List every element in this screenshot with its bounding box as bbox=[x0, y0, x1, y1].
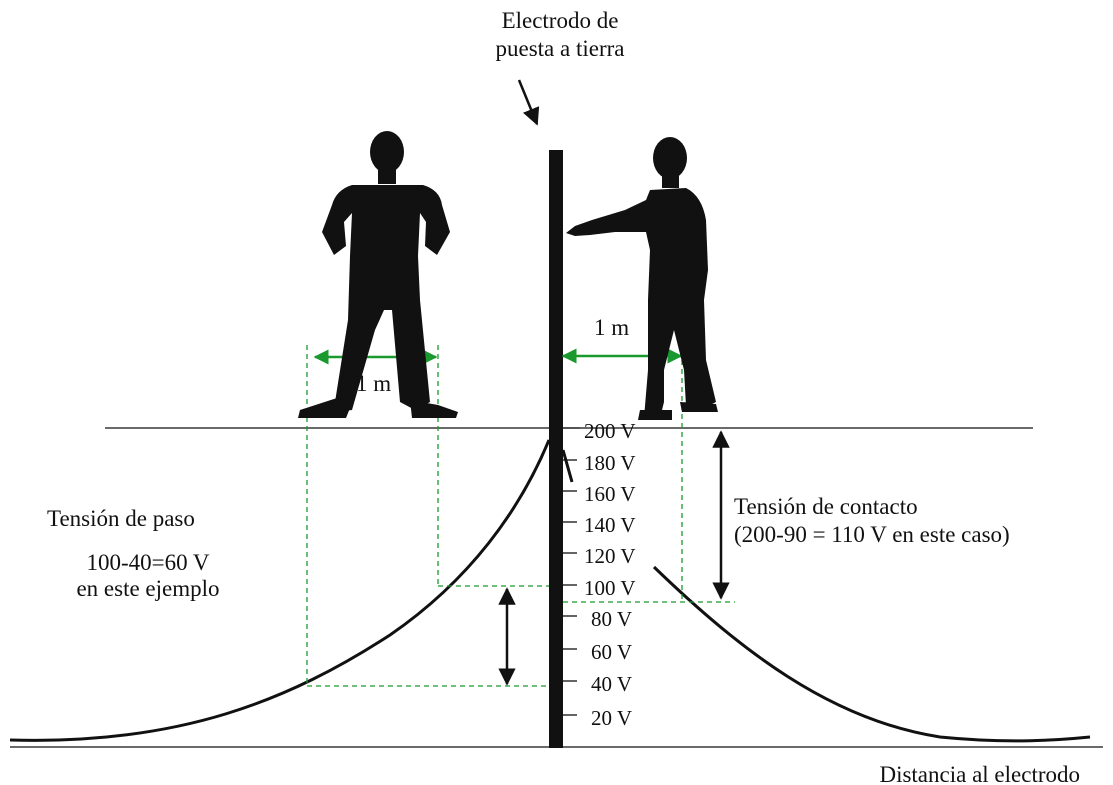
step-voltage-example-2: en este ejemplo bbox=[76, 576, 219, 601]
electrode-pointer-arrow bbox=[517, 79, 540, 126]
scale-label-200: 200 V bbox=[584, 419, 636, 443]
electrode-label-line2: puesta a tierra bbox=[496, 36, 625, 61]
scale-label-180: 180 V bbox=[584, 451, 636, 475]
scale-label-100: 100 V bbox=[584, 576, 636, 600]
step-voltage-title: Tensión de paso bbox=[47, 506, 195, 531]
potential-curve-left bbox=[9, 439, 551, 742]
person-step-silhouette bbox=[298, 131, 458, 418]
scale-label-120: 120 V bbox=[584, 544, 636, 568]
potential-curve-left-tip bbox=[561, 449, 574, 483]
touch-voltage-title: Tensión de contacto bbox=[734, 494, 918, 519]
touch-voltage-detail: (200-90 = 110 V en este caso) bbox=[734, 522, 1010, 547]
potential-curve-right bbox=[652, 565, 1091, 743]
ground-electrode bbox=[549, 150, 563, 748]
scale-label-40: 40 V bbox=[591, 672, 632, 696]
scale-label-160: 160 V bbox=[584, 482, 636, 506]
scale-label-140: 140 V bbox=[584, 513, 636, 537]
contact-spacing-label: 1 m bbox=[594, 315, 629, 340]
scale-label-80: 80 V bbox=[591, 607, 632, 631]
distance-axis-label: Distancia al electrodo bbox=[879, 762, 1080, 785]
scale-label-60: 60 V bbox=[591, 640, 632, 664]
scale-label-20: 20 V bbox=[591, 706, 632, 730]
electrode-label-line1: Electrodo de bbox=[502, 8, 619, 33]
green-guides bbox=[306, 345, 735, 687]
voltage-scale: 200 V 180 V 160 V 140 V 120 V 100 V 80 V… bbox=[563, 419, 636, 730]
step-voltage-example-1: 100-40=60 V bbox=[86, 550, 209, 575]
person-contact-silhouette bbox=[566, 137, 718, 420]
